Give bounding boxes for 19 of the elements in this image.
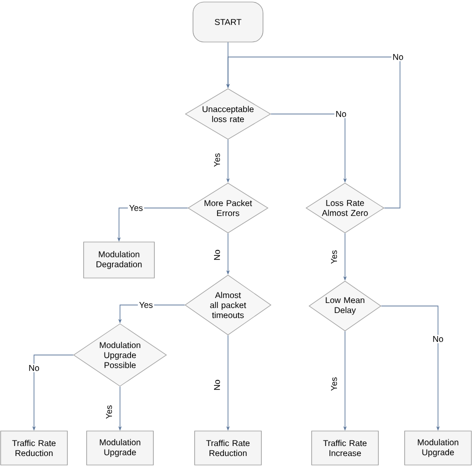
edge-label: Yes bbox=[330, 248, 338, 266]
edge-label: Yes bbox=[212, 152, 222, 168]
process-box: Traffic Rate Increase bbox=[311, 430, 379, 466]
edge-label: Yes bbox=[104, 404, 114, 420]
edge-label: Yes bbox=[128, 204, 144, 212]
edge-label: Yes bbox=[330, 376, 338, 392]
edge-label: No bbox=[212, 248, 222, 262]
edge-label: No bbox=[212, 378, 222, 392]
edge-label: No bbox=[27, 364, 41, 372]
start-terminal: START bbox=[192, 2, 264, 42]
process-box: Traffic Rate Reduction bbox=[194, 430, 262, 466]
edge-label: Yes bbox=[138, 300, 154, 310]
edge-label: No bbox=[334, 110, 348, 118]
process-box: Modulation Upgrade bbox=[404, 430, 472, 466]
edge-label: No bbox=[431, 334, 445, 344]
edge-label: No bbox=[391, 52, 405, 62]
process-box: Traffic Rate Reduction bbox=[0, 430, 68, 466]
process-box: Modulation Upgrade bbox=[86, 430, 154, 466]
process-box: Modulation Degradation bbox=[83, 242, 155, 278]
